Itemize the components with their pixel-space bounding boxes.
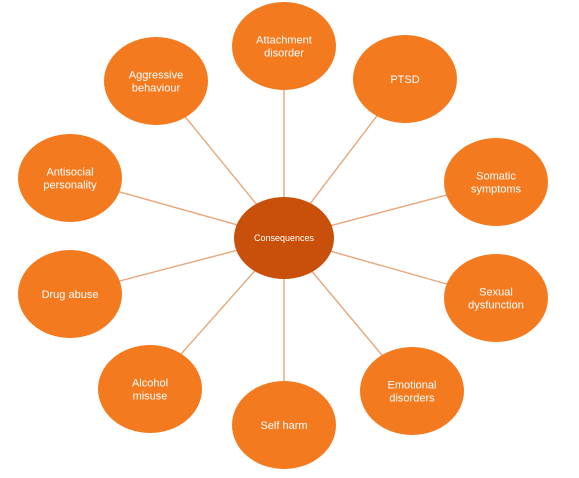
node-label-ptsd: PTSD xyxy=(390,74,419,86)
node-shape-drug-abuse xyxy=(18,250,122,338)
node-shape-alcohol-misuse xyxy=(98,345,202,433)
node-label-line: Somatic xyxy=(476,171,516,183)
node-shape-attachment-disorder xyxy=(232,2,336,90)
center-node: Consequences xyxy=(234,197,334,279)
node-label-line: Attachment xyxy=(256,35,312,47)
node-ptsd: PTSD xyxy=(353,35,457,123)
node-label-line: behaviour xyxy=(132,83,181,95)
node-label-line: Emotional xyxy=(388,380,437,392)
node-label-self-harm: Self harm xyxy=(260,420,307,432)
node-label-drug-abuse: Drug abuse xyxy=(42,289,99,301)
node-label-line: Self harm xyxy=(260,420,307,432)
node-label-line: dysfunction xyxy=(468,300,524,312)
node-shape-aggressive-behaviour xyxy=(104,37,208,125)
node-label-line: Aggressive xyxy=(129,70,183,82)
node-shape-sexual-dysfunction xyxy=(444,254,548,342)
node-label-line: misuse xyxy=(133,391,168,403)
node-label-line: PTSD xyxy=(390,74,419,86)
node-shape-antisocial-personality xyxy=(18,134,122,222)
node-shape-somatic-symptoms xyxy=(444,138,548,226)
center-node-shape xyxy=(234,197,334,279)
node-label-line: disorder xyxy=(264,48,304,60)
node-label-line: Sexual xyxy=(479,287,513,299)
node-label-line: Alcohol xyxy=(132,378,168,390)
node-label-line: Antisocial xyxy=(46,167,93,179)
node-shape-ptsd xyxy=(353,35,457,123)
node-shape-emotional-disorders xyxy=(360,347,464,435)
center-node-label: Consequences xyxy=(254,233,315,243)
node-label-line: disorders xyxy=(389,393,435,405)
node-drug-abuse: Drug abuse xyxy=(18,250,122,338)
node-label-line: Drug abuse xyxy=(42,289,99,301)
node-label-line: personality xyxy=(43,180,97,192)
node-shape-self-harm xyxy=(232,381,336,469)
node-label-line: symptoms xyxy=(471,184,522,196)
node-self-harm: Self harm xyxy=(232,381,336,469)
